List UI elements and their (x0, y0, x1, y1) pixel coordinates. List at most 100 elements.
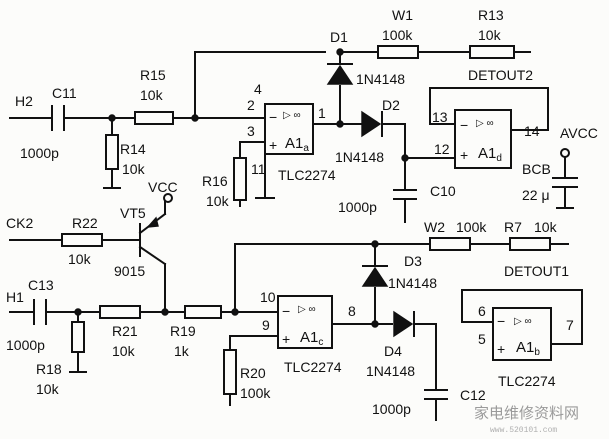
a1d-name: A1d (478, 145, 502, 164)
a1d-feedback-wire (429, 87, 549, 131)
resistor-r21 (99, 305, 141, 319)
r13-label: R13 (478, 7, 504, 23)
pin-4-label: 4 (254, 81, 262, 97)
r7-label: R7 (504, 219, 522, 235)
diode-d2 (361, 110, 383, 138)
c13-value: 1000p (6, 337, 45, 353)
w2-value: 100k (456, 219, 487, 235)
bcb-label: BCB (522, 161, 551, 177)
a1b-feedback-wire (461, 289, 583, 345)
transistor-vt5 (138, 212, 167, 266)
d1-value: 1N4148 (356, 71, 405, 87)
a1a-pin-3: 3 (247, 123, 255, 139)
r19-label: R19 (170, 323, 196, 339)
a1c-part: TLC2274 (284, 359, 342, 375)
vt5-label: VT5 (120, 205, 146, 221)
d4-value: 1N4148 (366, 363, 415, 379)
r14-value: 10k (122, 161, 146, 177)
resistor-r20 (223, 335, 237, 406)
h1-label: H1 (6, 289, 24, 305)
capacitor-c12 (424, 389, 448, 421)
a1c-name: A1c (300, 329, 323, 348)
d3-label: D3 (404, 253, 422, 269)
d2-value: 1N4148 (335, 149, 384, 165)
a1c-pin-10: 10 (260, 289, 276, 305)
a1c-pin-9: 9 (262, 317, 270, 333)
r21-value: 10k (112, 343, 136, 359)
r16-value: 10k (206, 193, 230, 209)
a1b-pin-6: 6 (478, 303, 486, 319)
op-amp-a1d (454, 109, 512, 169)
capacitor-c13 (33, 299, 47, 325)
a1a-ground (255, 153, 275, 199)
a1d-plus: + (460, 147, 468, 163)
r22-label: R22 (72, 215, 98, 231)
detout1-label: DETOUT1 (504, 263, 569, 279)
r15-label: R15 (140, 67, 166, 83)
a1a-symbol: ▷ ∞ (283, 110, 301, 121)
c10-value: 1000p (338, 199, 377, 215)
d2-label: D2 (382, 97, 400, 113)
c10-label: C10 (430, 183, 456, 199)
resistor-r15 (134, 111, 174, 125)
pin-11-label: 11 (251, 161, 266, 177)
c13-label: C13 (28, 277, 54, 293)
bcb-value: 22 μ (522, 187, 550, 203)
a1a-name: A1a (285, 135, 309, 154)
r15-value: 10k (140, 87, 164, 103)
a1a-minus: − (269, 109, 277, 125)
a1d-minus: − (460, 117, 468, 133)
a1d-symbol: ▷ ∞ (476, 118, 494, 129)
vt5-value: 9015 (114, 263, 145, 279)
resistor-r16 (233, 141, 247, 207)
feedback-top-wire (194, 51, 326, 119)
r21-label: R21 (112, 323, 138, 339)
a1d-pin-12: 12 (434, 141, 450, 157)
a1a-part: TLC2274 (278, 167, 336, 183)
a1b-pin-7: 7 (566, 317, 574, 333)
c11-label: C11 (52, 85, 77, 101)
a1d-pin-14: 14 (524, 123, 540, 139)
d1-label: D1 (330, 29, 348, 45)
avcc-terminal (560, 148, 570, 158)
a1b-part: TLC2274 (498, 373, 556, 389)
w2-label: W2 (424, 219, 445, 235)
r22-value: 10k (68, 251, 92, 267)
watermark-url: www.520101.com (490, 426, 557, 435)
d4-output-wire (413, 323, 437, 391)
w1-value: 100k (382, 27, 413, 43)
r18-label: R18 (36, 361, 62, 377)
r16-label: R16 (202, 173, 228, 189)
r7-value: 10k (534, 219, 558, 235)
resistor-r19 (184, 305, 222, 319)
resistor-r14 (103, 117, 121, 189)
a1c-plus: + (282, 331, 290, 347)
a1a-pin-1: 1 (318, 105, 326, 121)
a1a-plus: + (269, 137, 277, 153)
resistor-r7 (509, 237, 551, 251)
resistor-r18 (69, 311, 87, 373)
potentiometer-w1 (377, 45, 419, 59)
potentiometer-w2 (429, 237, 471, 251)
avcc-label: AVCC (560, 125, 598, 141)
op-amp-a1c (277, 295, 333, 349)
d4-label: D4 (384, 343, 402, 359)
a1b-pin-5: 5 (478, 331, 486, 347)
capacitor-c11 (51, 105, 65, 131)
a1d-pin-13: 13 (432, 109, 448, 125)
c11-value: 1000p (20, 145, 59, 161)
r18-value: 10k (36, 381, 60, 397)
d3-value: 1N4148 (388, 275, 437, 291)
a1c-symbol: ▷ ∞ (298, 304, 316, 315)
a1c-minus: − (282, 303, 290, 319)
vcc-terminal (163, 193, 173, 203)
diode-d1 (326, 63, 354, 85)
watermark-text: 家电维修资料网 (474, 404, 579, 422)
a1a-pin-2: 2 (247, 97, 255, 113)
feedback-bottom-wire (234, 243, 376, 313)
r13-value: 10k (478, 27, 502, 43)
a1b-symbol: ▷ ∞ (514, 316, 532, 327)
capacitor-c10 (393, 157, 417, 223)
r20-label: R20 (240, 365, 266, 381)
